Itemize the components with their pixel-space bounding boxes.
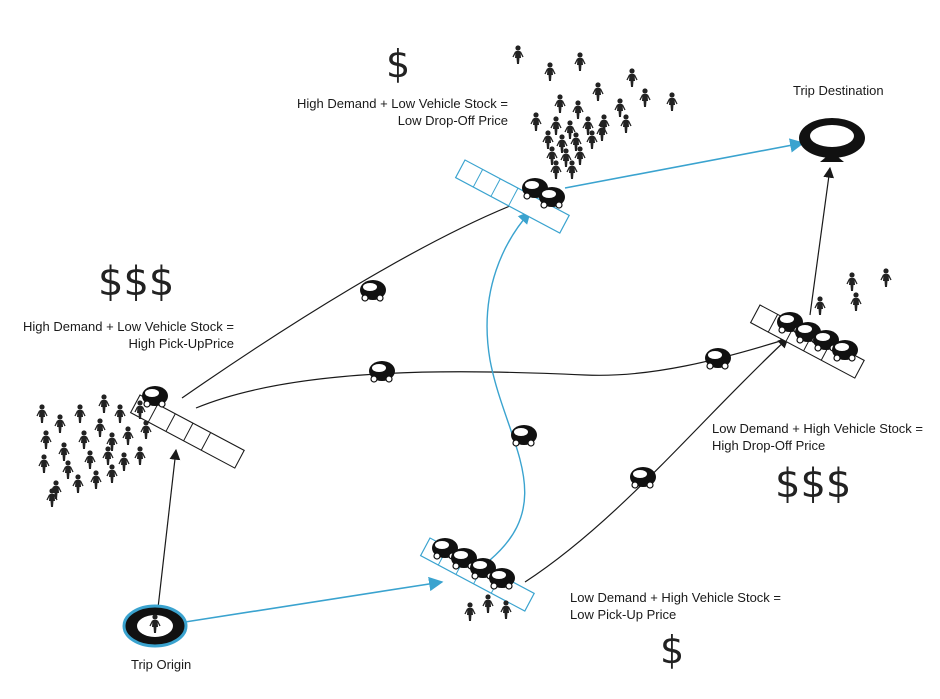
- top-station-line2: Low Drop-Off Price: [397, 113, 508, 128]
- route-left-to-top: [181, 198, 527, 399]
- top-station-price: $: [386, 42, 411, 86]
- vehicle-icon: [368, 360, 396, 383]
- trip-destination-marker: [799, 118, 865, 162]
- route-top-to-destination: [564, 138, 805, 189]
- route-origin-to-left: [157, 448, 181, 609]
- top-station-line1: High Demand + Low Vehicle Stock =: [296, 96, 508, 111]
- left-station-price: $$$: [98, 259, 175, 305]
- bottom-station-price: $: [660, 628, 685, 672]
- left-station-caption: High Demand + Low Vehicle Stock = High P…: [12, 318, 234, 352]
- route-origin-to-bottom: [184, 576, 444, 623]
- bottom-station-caption: Low Demand + High Vehicle Stock = Low Pi…: [570, 589, 800, 623]
- station-top: [454, 159, 570, 234]
- vehicle-icon: [704, 347, 732, 370]
- left-station-line2: High Pick-UpPrice: [128, 336, 234, 351]
- parked-vehicles-left: [141, 385, 169, 408]
- top-station-caption: High Demand + Low Vehicle Stock = Low Dr…: [280, 95, 508, 129]
- vehicle-icon: [510, 424, 538, 447]
- trip-origin-label: Trip Origin: [131, 657, 192, 672]
- trip-destination-label: Trip Destination: [793, 83, 884, 98]
- crowd-top: [512, 44, 678, 180]
- right-station-caption: Low Demand + High Vehicle Stock = High D…: [712, 420, 938, 454]
- route-right-to-destination: [809, 166, 835, 316]
- route-bottom-to-top: [486, 211, 531, 561]
- right-station-line1: Low Demand + High Vehicle Stock =: [712, 421, 924, 436]
- bottom-station-line2: Low Pick-Up Price: [570, 607, 677, 622]
- station-left: [129, 394, 245, 469]
- trip-origin-marker: [122, 604, 188, 648]
- right-station-price: $$$: [775, 461, 852, 507]
- right-station-line2: High Drop-Off Price: [712, 438, 826, 453]
- vehicle-icon: [629, 466, 657, 489]
- route-bottom-to-right: [524, 337, 789, 583]
- vehicle-icon: [359, 279, 387, 302]
- crowd-right: [814, 267, 892, 316]
- left-station-line1: High Demand + Low Vehicle Stock =: [22, 319, 234, 334]
- bottom-station-line1: Low Demand + High Vehicle Stock =: [570, 590, 782, 605]
